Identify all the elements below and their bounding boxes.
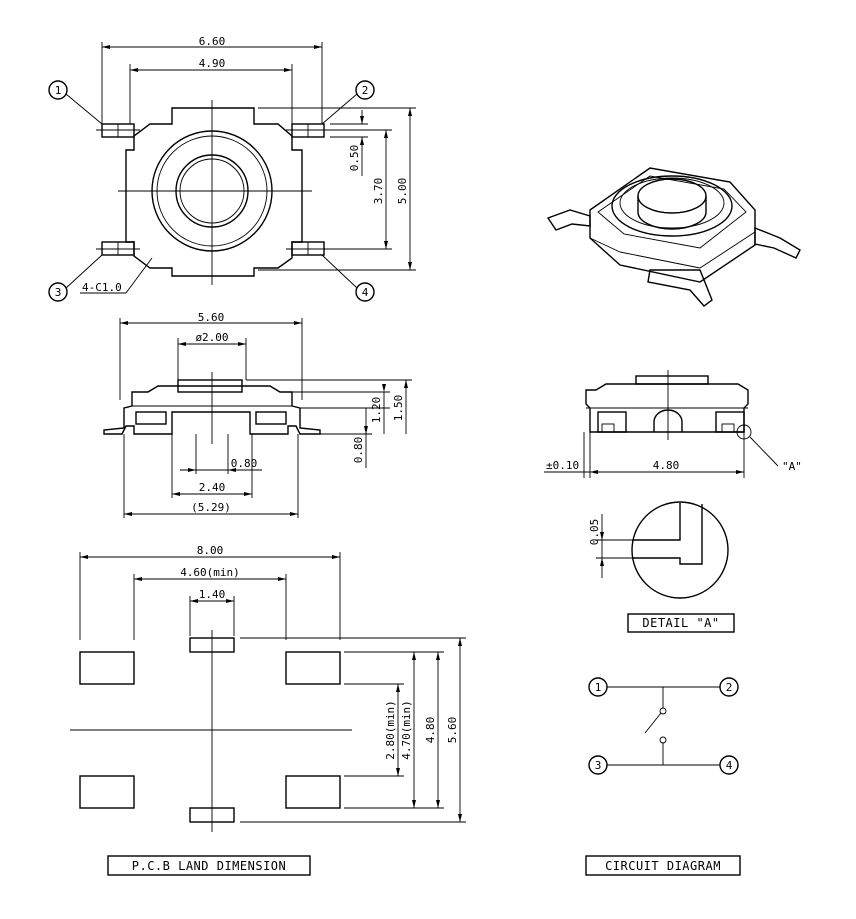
dim-overall-width: 6.60 [101,35,323,124]
dim-pcb-v-outer: 4.80 [424,652,440,808]
dim-pcb-small-pad: 1.40 [189,588,235,636]
pcb-pad-br [285,775,341,809]
svg-text:4: 4 [362,286,369,299]
dim-pcb-v-total: 5.60 [446,638,462,822]
dim-detail: 0.05 [588,514,632,578]
dim-total-height: 1.50 [246,379,412,434]
svg-text:5.60: 5.60 [446,717,459,744]
svg-text:3: 3 [595,759,602,772]
dim-actuator-height: 1.20 [280,384,390,434]
chamfer-note: 4-C1.0 [80,257,153,294]
svg-text:±0.10: ±0.10 [546,459,579,472]
dim-overall-height: 5.00 [258,107,416,271]
dim-base-height: 0.80 [320,408,372,468]
pin-callout-4: 4 [321,254,375,302]
dim-pcb-v-inner: 2.80(min) [384,684,400,776]
svg-text:4.80: 4.80 [653,459,680,472]
svg-text:4.70(min): 4.70(min) [400,700,413,760]
detail-a: 0.05 DETAIL "A" [588,501,735,633]
svg-text:"A": "A" [782,460,802,473]
pcb-pad-tl [79,651,135,685]
svg-text:0.80: 0.80 [352,437,365,464]
svg-text:3.70: 3.70 [372,178,385,205]
svg-text:1: 1 [55,84,62,97]
svg-text:0.50: 0.50 [348,145,361,172]
front-view: "A" 4.80 ±0.10 [544,370,802,478]
pcb-pad-tr [285,651,341,685]
svg-text:5.00: 5.00 [396,178,409,205]
svg-text:1: 1 [595,681,602,694]
svg-text:4.90: 4.90 [199,57,226,70]
svg-text:1.40: 1.40 [199,588,226,601]
pcb-title: P.C.B LAND DIMENSION [132,859,287,873]
detail-circle [631,501,729,599]
pin-callout-3: 3 [48,254,103,302]
svg-text:4-C1.0: 4-C1.0 [82,281,122,294]
dim-side-width: 5.60 [119,311,303,400]
circuit-diagram: 1 2 3 4 CIRCUIT DIAGRAM [585,677,741,876]
dim-pin-width: 0.50 [330,110,368,176]
dim-pcb-overall: 8.00 [79,544,341,640]
dim-pin-gap: 0.80 [180,434,262,474]
svg-text:4.80: 4.80 [424,717,437,744]
svg-text:2: 2 [362,84,369,97]
pcb-land: 8.00 4.60(min) 1.40 2.80(min) [70,544,466,876]
dim-lead-span-side: (5.29) [123,434,299,518]
pcb-pad-bl [79,775,135,809]
svg-text:0.05: 0.05 [588,519,601,546]
pin-callout-2: 2 [321,80,375,125]
svg-text:4.60(min): 4.60(min) [180,566,240,579]
svg-text:1.20: 1.20 [370,397,383,424]
svg-text:(5.29): (5.29) [191,501,231,514]
circuit-title: CIRCUIT DIAGRAM [605,859,721,873]
isometric-view [546,167,801,307]
dim-actuator-dia: ø2.00 [177,331,247,380]
top-view: 6.60 4.90 0.50 3.70 [48,35,416,302]
svg-text:8.00: 8.00 [197,544,224,557]
svg-text:2.80(min): 2.80(min) [384,700,397,760]
svg-text:0.80: 0.80 [231,457,258,470]
svg-text:ø2.00: ø2.00 [195,331,228,344]
side-view: 5.60 ø2.00 1.20 1.50 0.80 [103,311,412,518]
top-terminals [96,123,330,256]
dim-pcb-v-mid: 4.70(min) [400,652,416,808]
dim-front-width: 4.80 [544,432,745,478]
dim-pin-span: 2.40 [171,434,253,498]
svg-text:2: 2 [726,681,733,694]
dim-body-width: 4.90 [129,57,293,124]
svg-text:2.40: 2.40 [199,481,226,494]
svg-text:6.60: 6.60 [199,35,226,48]
svg-text:5.60: 5.60 [198,311,225,324]
dim-lead-span: 3.70 [330,129,392,250]
side-actuator [177,379,243,393]
svg-text:4: 4 [726,759,733,772]
svg-text:1.50: 1.50 [392,395,405,422]
svg-text:3: 3 [55,286,62,299]
dim-flatness: ±0.10 [546,432,585,478]
dim-pcb-inner: 4.60(min) [133,566,287,640]
detail-title: DETAIL "A" [642,616,719,630]
pin-callout-1: 1 [48,80,103,125]
